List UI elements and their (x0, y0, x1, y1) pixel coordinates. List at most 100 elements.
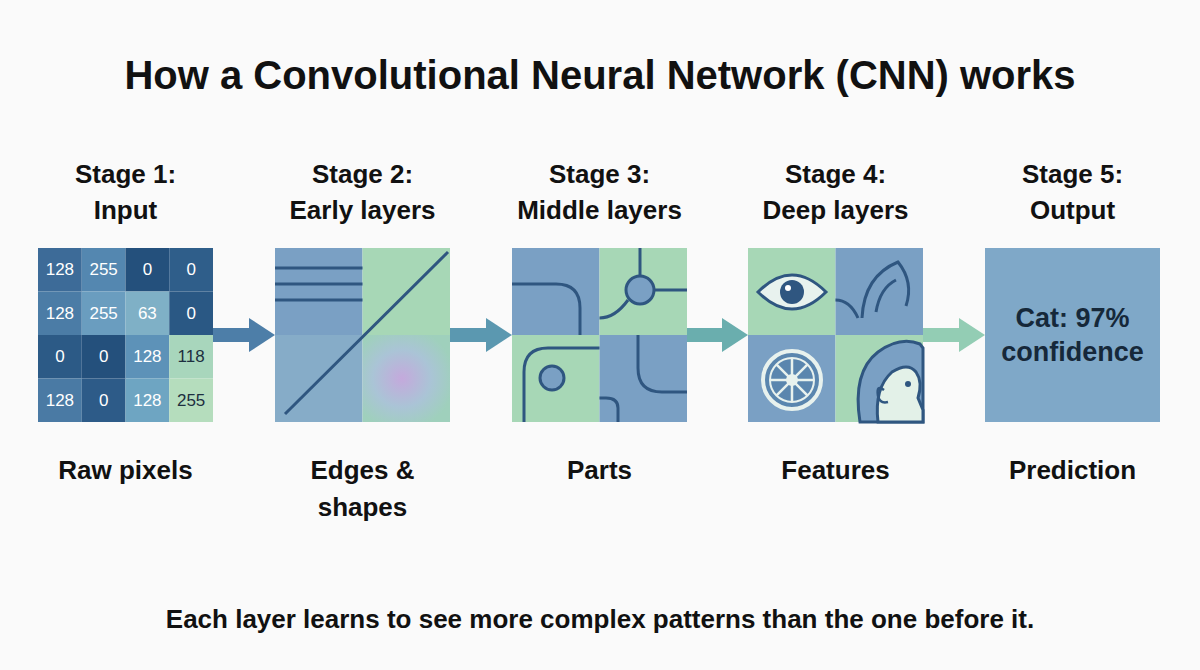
features-illustration-part (776, 364, 807, 395)
pixel-value: 255 (82, 292, 126, 336)
parts-illustration-part (512, 335, 600, 422)
prediction-text: Cat: 97% confidence (990, 301, 1155, 369)
pixel-grid-part (169, 335, 213, 379)
stage-panel: Stage 5: OutputCat: 97% confidencePredic… (985, 248, 1160, 422)
pixel-grid-part (82, 292, 126, 336)
stage-heading: Stage 4: Deep layers (761, 156, 911, 228)
flow-arrow (923, 318, 985, 352)
pixel-value: 128 (38, 248, 82, 292)
pixel-value: 128 (126, 379, 170, 423)
pixel-value: 128 (38, 292, 82, 336)
stage-heading: Stage 3: Middle layers (514, 156, 686, 228)
pixel-value: 0 (169, 292, 213, 336)
stage-heading: Stage 1: Input (51, 156, 201, 228)
parts-illustration-part (638, 335, 687, 392)
arrow-head (486, 318, 512, 352)
edge-illustration-part (275, 283, 363, 286)
stage-label: Edges & shapes (273, 452, 453, 526)
pixel-grid-part (82, 379, 126, 423)
stage-label: Parts (510, 452, 690, 489)
pixel-value: 118 (169, 335, 213, 379)
parts-illustration-part (512, 284, 580, 335)
arrow-shaft (213, 328, 250, 342)
arrow-head (722, 318, 748, 352)
parts-illustration-part (600, 248, 688, 335)
arrow-shaft (923, 328, 960, 342)
stage-label: Features (746, 452, 926, 489)
features-illustration-part (836, 335, 924, 422)
flow-arrow (687, 318, 748, 352)
parts-illustration-part (512, 248, 600, 335)
features-illustration (748, 248, 923, 422)
features-illustration-part (776, 364, 807, 395)
edge-illustration (275, 248, 450, 422)
pixel-grid-part (126, 248, 170, 292)
pixel-grid-part (169, 248, 213, 292)
pixel-grid-part (38, 335, 82, 379)
features-illustration-part (877, 367, 923, 422)
features-illustration-part (785, 285, 791, 291)
edge-illustration-part (275, 299, 363, 302)
features-illustration-part (836, 300, 859, 318)
edge-illustration-part (363, 335, 451, 422)
stage-panel: Stage 2: Early layersEdges & shapes (275, 248, 450, 422)
stage-panel: Stage 3: Middle layersParts (512, 248, 687, 422)
pixel-grid-part (169, 379, 213, 423)
flow-arrow (213, 318, 275, 352)
edge-illustration-part (275, 267, 363, 270)
stage-panel: Stage 1: InputRaw pixels1282550012825563… (38, 248, 213, 422)
features-illustration-part (748, 335, 836, 422)
stage-heading: Stage 5: Output (998, 156, 1148, 228)
pixel-value: 0 (82, 335, 126, 379)
pixel-value: 0 (82, 379, 126, 423)
pixel-value: 128 (126, 335, 170, 379)
arrow-head (959, 318, 985, 352)
features-illustration-part (905, 381, 911, 387)
diagram-caption: Each layer learns to see more complex pa… (0, 601, 1200, 637)
features-illustration-part (878, 388, 888, 402)
features-illustration-part (763, 351, 821, 409)
parts-illustration-part (524, 348, 600, 422)
features-illustration-part (876, 280, 896, 312)
parts-illustration-part (654, 289, 687, 292)
pixel-value: 0 (38, 335, 82, 379)
features-illustration-part (780, 280, 804, 304)
stage-label: Raw pixels (36, 452, 216, 489)
parts-illustration-part (600, 335, 688, 422)
features-illustration-part (748, 248, 836, 335)
parts-illustration-part (639, 248, 642, 276)
parts-illustration (512, 248, 687, 422)
pixel-grid-part (126, 379, 170, 423)
stage-panel: Stage 4: Deep layersFeatures (748, 248, 923, 422)
edge-illustration-part (285, 252, 448, 414)
pixel-grid-part (38, 379, 82, 423)
pixel-grid-part (126, 335, 170, 379)
pixel-value: 63 (126, 292, 170, 336)
features-illustration-part (858, 341, 923, 422)
features-illustration-part (770, 358, 814, 402)
pixel-grid (38, 248, 213, 422)
pixel-value: 255 (82, 248, 126, 292)
flow-arrow (450, 318, 512, 352)
arrow-shaft (687, 328, 723, 342)
features-illustration-part (786, 374, 798, 386)
edge-illustration-part (275, 248, 363, 335)
stage-heading: Stage 2: Early layers (288, 156, 438, 228)
features-illustration-part (836, 248, 924, 335)
pixel-grid-part (126, 292, 170, 336)
diagram-title: How a Convolutional Neural Network (CNN)… (0, 48, 1200, 102)
pixel-value: 255 (169, 379, 213, 423)
parts-illustration-part (540, 366, 564, 390)
arrow-head (249, 318, 275, 352)
arrow-shaft (450, 328, 487, 342)
parts-illustration-part (626, 276, 654, 304)
stage-label: Prediction (983, 452, 1163, 489)
pixel-grid-part (82, 248, 126, 292)
pixel-grid-part (38, 248, 82, 292)
parts-illustration-part (600, 398, 619, 422)
features-illustration-part (758, 275, 826, 309)
pixel-value: 128 (38, 379, 82, 423)
features-illustration-part (862, 262, 909, 318)
pixel-grid-part (169, 292, 213, 336)
